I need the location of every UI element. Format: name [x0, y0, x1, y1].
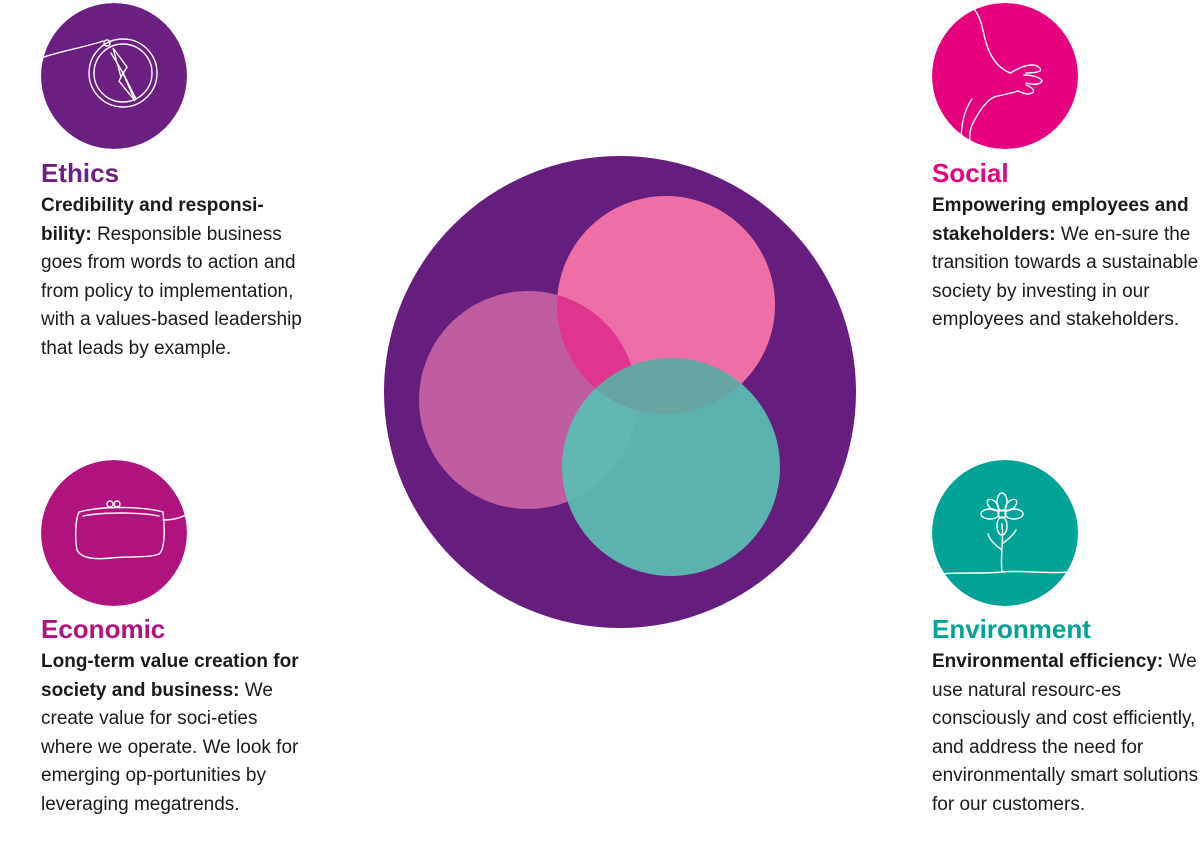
ethics-body: Responsible business goes from words to … — [41, 223, 302, 359]
social-body: We en-sure the transition towards a sust… — [932, 223, 1199, 331]
environment-body: We use natural resourc-es consciously an… — [932, 651, 1199, 815]
social-block: Social Empowering employees and stakehol… — [932, 158, 1200, 335]
environment-block: Environment Environmental efficiency: We… — [932, 614, 1200, 819]
ethics-lead: Credibility and responsi-bility: — [41, 195, 264, 245]
social-lead: Empowering employees and stakeholders: — [932, 195, 1189, 245]
flower-icon — [932, 460, 1078, 606]
ethics-block: Ethics Credibility and responsi-bility: … — [41, 158, 309, 363]
compass-icon — [41, 3, 187, 149]
economic-text: Long-term value creation for society and… — [41, 648, 309, 819]
venn-diagram — [382, 154, 858, 630]
ethics-title: Ethics — [41, 158, 120, 188]
teal-circle — [562, 358, 780, 576]
economic-title: Economic — [41, 614, 166, 644]
social-text: Empowering employees and stakeholders: W… — [932, 192, 1200, 335]
economic-block: Economic Long-term value creation for so… — [41, 614, 309, 819]
environment-title: Environment — [932, 614, 1091, 644]
environment-text: Environmental efficiency: We use natural… — [932, 648, 1200, 819]
economic-lead: Long-term value creation for society and… — [41, 651, 299, 701]
social-title: Social — [932, 158, 1009, 188]
purse-icon — [41, 460, 187, 606]
environment-lead: Environmental efficiency: — [932, 651, 1164, 672]
pink-mauve-overlap — [557, 291, 637, 414]
ethics-text: Credibility and responsi-bility: Respons… — [41, 192, 309, 363]
economic-body: We create value for soci-eties where we … — [41, 679, 299, 815]
hand-icon — [932, 3, 1078, 149]
